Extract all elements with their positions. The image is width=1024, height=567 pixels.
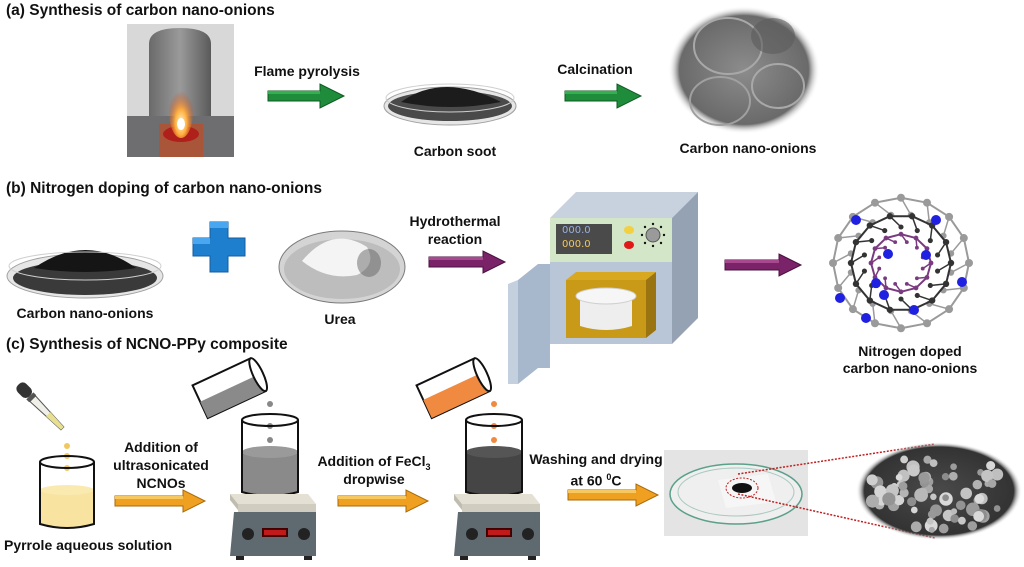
- urea-label: Urea: [324, 311, 356, 327]
- step1-label-line1: Addition of: [124, 439, 198, 455]
- hydrothermal-label-line2: reaction: [427, 231, 483, 247]
- pyrrole-beaker: [36, 440, 98, 532]
- section-c-title: (c) Synthesis of NCNO-PPy composite: [6, 336, 288, 353]
- step3-label-line2: at 60 0C: [526, 468, 666, 490]
- step2-label-line2: dropwise: [343, 471, 405, 487]
- ncno-label-line1: Nitrogen doped: [858, 343, 962, 359]
- hydrothermal-oven: [508, 188, 698, 388]
- hydrothermal-arrow: [428, 250, 507, 274]
- section-b-title: (b) Nitrogen doping of carbon nano-onion…: [6, 180, 322, 197]
- ncno-pour-beaker: [190, 357, 270, 420]
- ncno-molecule-image: [826, 190, 976, 336]
- step1-label-line3: NCNOs: [136, 475, 186, 491]
- calcination-label: Calcination: [557, 61, 633, 77]
- step1-label-line2: ultrasonicated: [113, 457, 209, 473]
- step2-label-text: Addition of FeCl: [317, 453, 426, 469]
- step3-arrow: [567, 483, 660, 507]
- cno-tem-image: [668, 6, 820, 134]
- carbon-soot-label: Carbon soot: [413, 143, 497, 159]
- carbon-soot-dish-image: [383, 68, 518, 128]
- flame-apparatus-image: [127, 24, 234, 157]
- step1-arrow: [114, 489, 207, 513]
- plus-icon: [192, 221, 246, 273]
- cno-label: Carbon nano-onions: [679, 140, 817, 156]
- flame-pyrolysis-label: Flame pyrolysis: [254, 63, 360, 79]
- stirrer-1: [220, 400, 320, 565]
- cno-reactant-label: Carbon nano-onions: [16, 305, 154, 321]
- ncno-arrow: [724, 253, 803, 277]
- sem-image: [856, 442, 1022, 540]
- step3-label-line1: Washing and drying: [529, 451, 663, 467]
- urea-image: [277, 225, 407, 305]
- step2-label-subscript: 3: [425, 461, 431, 472]
- section-a-title: (a) Synthesis of carbon nano-onions: [6, 2, 275, 19]
- step3-label-text: at 60: [570, 472, 607, 489]
- calcination-arrow: [564, 83, 643, 109]
- dried-product-dish-image: [664, 450, 808, 536]
- fecl3-pour-beaker: [414, 357, 494, 420]
- pyrrole-label: Pyrrole aqueous solution: [3, 537, 173, 553]
- oven-display-bottom: 000.0: [562, 239, 591, 250]
- dropper-icon: [14, 380, 74, 440]
- step2-label-line1: Addition of FeCl3: [316, 452, 432, 476]
- step3-label-degree: 0: [606, 472, 612, 482]
- step2-arrow: [337, 489, 430, 513]
- step3-label-unit: C: [611, 472, 622, 489]
- ncno-label-line2: carbon nano-onions: [842, 360, 978, 376]
- oven-display-top: 000.0: [562, 225, 591, 236]
- flame-pyrolysis-arrow: [267, 83, 346, 109]
- stirrer-2: [444, 400, 544, 565]
- hydrothermal-label-line1: Hydrothermal: [409, 213, 501, 229]
- cno-dish-image: [6, 236, 164, 300]
